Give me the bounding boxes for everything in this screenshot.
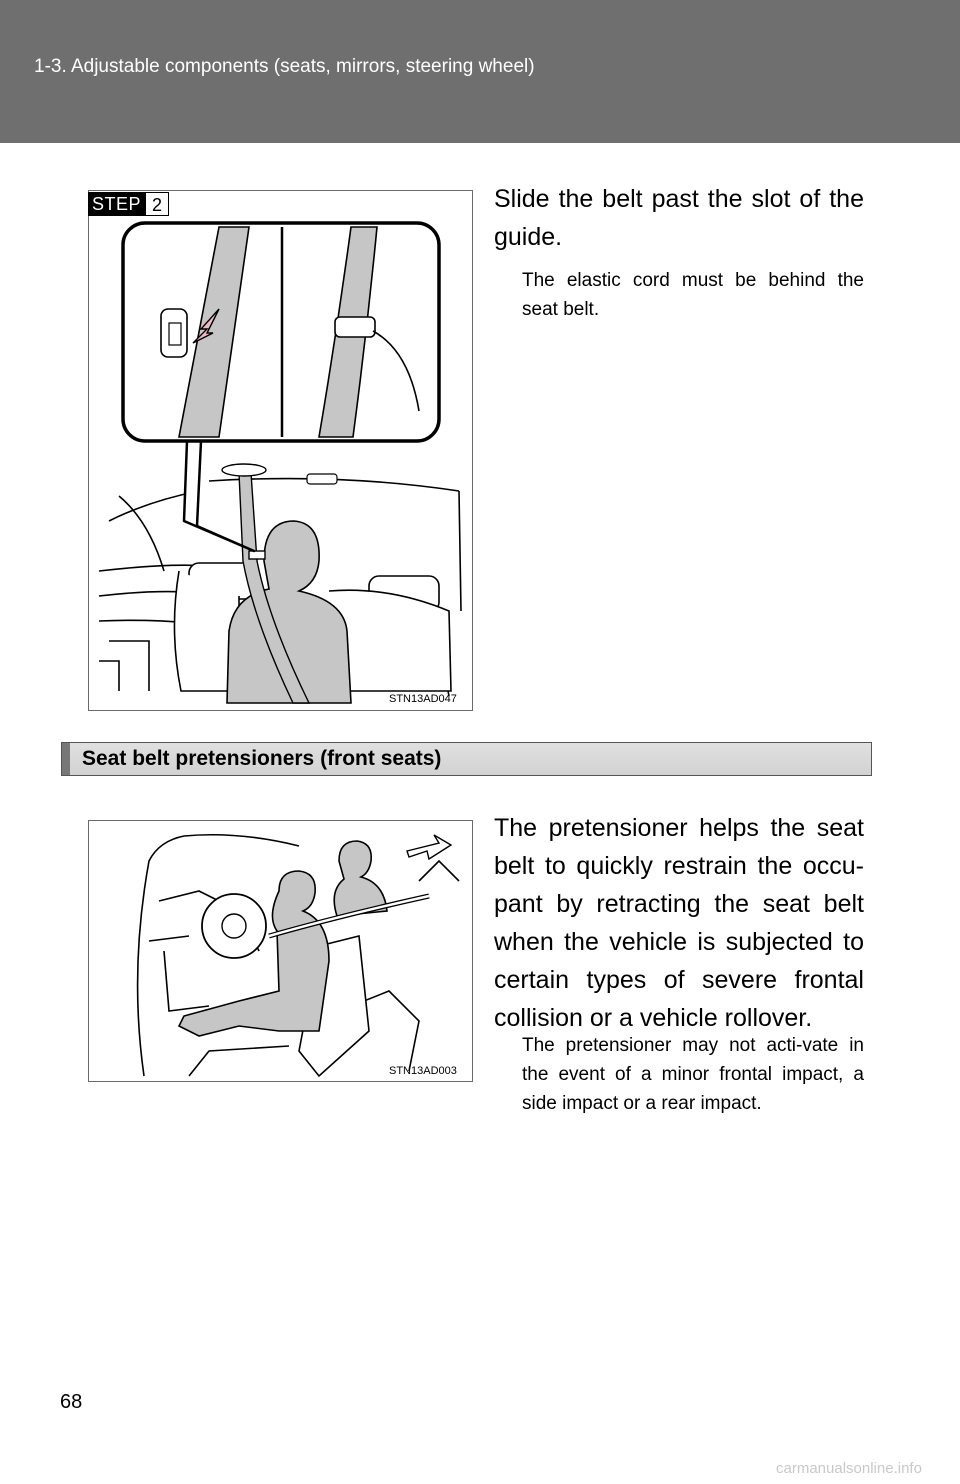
seat-belt-guide-illustration bbox=[98, 221, 462, 704]
page-number: 68 bbox=[60, 1391, 83, 1413]
figure-code-guide: STN13AD047 bbox=[389, 693, 457, 705]
section-header-tab bbox=[62, 743, 70, 775]
section-body: The pretensioner helps the seat belt to … bbox=[494, 814, 864, 1032]
section-header-bar: Seat belt pretensioners (front seats) bbox=[61, 742, 872, 776]
figure-code-pretensioner: STN13AD003 bbox=[389, 1065, 457, 1077]
step-label: STEP bbox=[88, 192, 147, 216]
section-note: The pretensioner may not acti-vate in th… bbox=[522, 1035, 864, 1114]
section-title: Seat belt pretensioners (front seats) bbox=[82, 747, 442, 770]
pretensioner-illustration bbox=[136, 833, 460, 1078]
page-header: 1-3. Adjustable components (seats, mirro… bbox=[0, 0, 960, 143]
step-number: 2 bbox=[146, 192, 170, 216]
step-badge: STEP 2 bbox=[88, 192, 170, 216]
step-note: The elastic cord must be behind the seat… bbox=[522, 270, 864, 320]
watermark: carmanualsonline.info bbox=[776, 1460, 922, 1477]
header-title: 1-3. Adjustable components (seats, mirro… bbox=[34, 56, 535, 77]
pretensioner-figure bbox=[88, 820, 473, 1082]
seat-belt-guide-figure bbox=[88, 190, 473, 711]
step-instruction: Slide the belt past the slot of the guid… bbox=[494, 185, 864, 251]
